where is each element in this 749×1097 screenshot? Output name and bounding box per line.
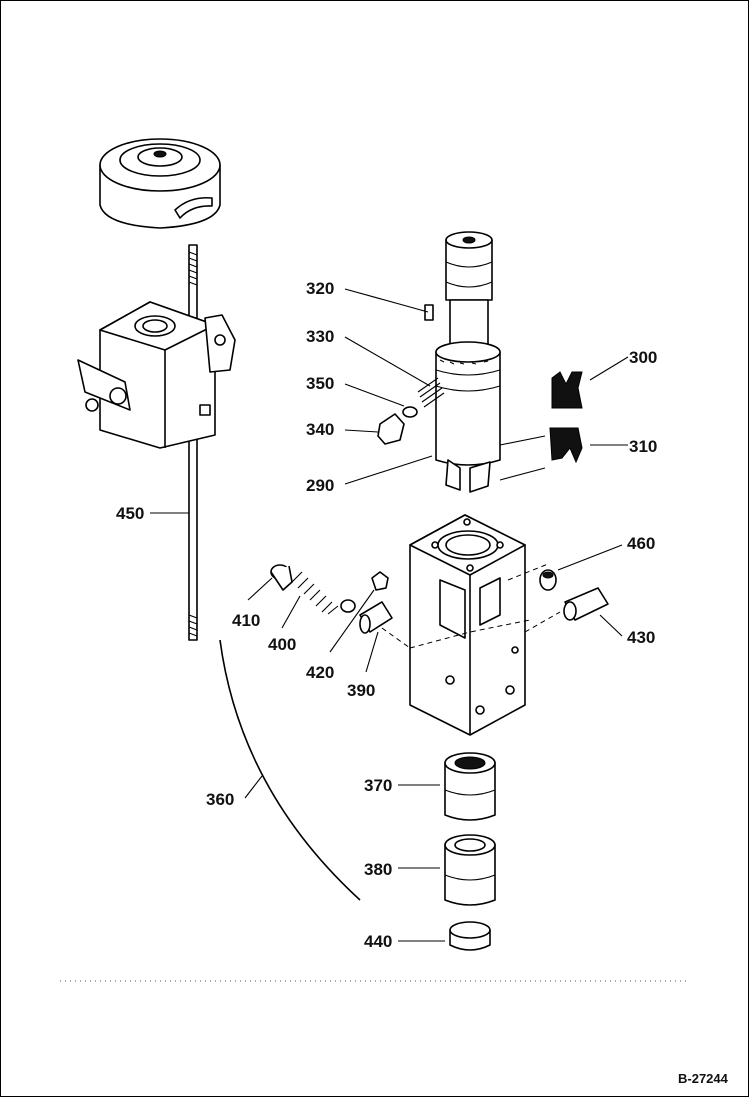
seal-300-part	[551, 371, 583, 409]
leader-lines	[150, 288, 629, 942]
callout-440: 440	[364, 932, 392, 951]
callout-290: 290	[306, 476, 334, 495]
plug-part	[377, 413, 405, 445]
plug-440-part	[449, 921, 491, 951]
nut-420-part	[371, 571, 389, 591]
cap-410-part	[270, 564, 293, 591]
reference-number: B-27244	[678, 1071, 729, 1086]
spring-400-part	[291, 571, 356, 615]
callout-360: 360	[206, 790, 234, 809]
callout-350: 350	[306, 374, 334, 393]
sleeve-430-part	[563, 587, 609, 621]
callout-420: 420	[306, 663, 334, 682]
bushing-380-part	[444, 834, 496, 906]
pin-390-part	[359, 601, 393, 634]
washer-part	[402, 406, 418, 418]
bushing-460-part	[539, 569, 557, 591]
callout-410: 410	[232, 611, 260, 630]
callout-370: 370	[364, 776, 392, 795]
callout-320: 320	[306, 279, 334, 298]
bushing-370-part	[444, 752, 496, 821]
piston-part	[424, 231, 501, 493]
callout-340: 340	[306, 420, 334, 439]
arc-360-line	[219, 639, 361, 901]
callout-400: 400	[268, 635, 296, 654]
top-cap-part	[99, 138, 221, 229]
callout-460: 460	[627, 534, 655, 553]
callout-310: 310	[629, 437, 657, 456]
cylinder-block-part	[409, 514, 531, 736]
callout-430: 430	[627, 628, 655, 647]
callout-300: 300	[629, 348, 657, 367]
callout-390: 390	[347, 681, 375, 700]
valve-body-part	[77, 301, 236, 449]
callout-330: 330	[306, 327, 334, 346]
callout-450: 450	[116, 504, 144, 523]
seal-310-part	[549, 427, 583, 464]
callout-380: 380	[364, 860, 392, 879]
tie-rod-part	[188, 244, 198, 641]
